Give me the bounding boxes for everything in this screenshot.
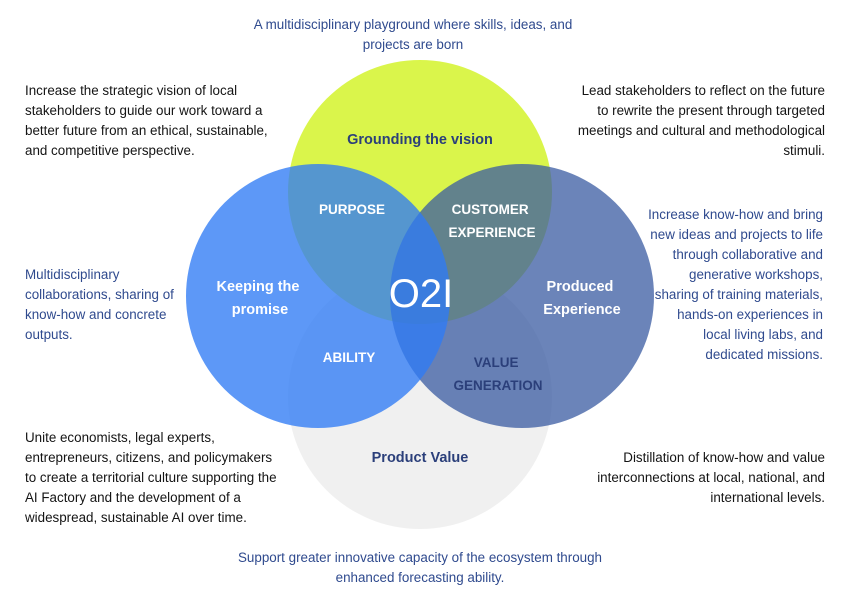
label-customer-experience: CUSTOMER EXPERIENCE (448, 202, 535, 240)
label-customer-line-1: CUSTOMER (452, 202, 529, 217)
center-label: O2I (389, 272, 453, 316)
label-value-line-1: VALUE (474, 355, 519, 370)
label-purpose: PURPOSE (319, 202, 385, 217)
label-keeping-line-1: Keeping the (216, 279, 299, 295)
label-value-generation: VALUE GENERATION (453, 355, 542, 393)
note-top: A multidisciplinary playground where ski… (253, 17, 573, 52)
note-bottom-left: Unite economists, legal experts, entrepr… (25, 430, 277, 525)
note-left: Multidisciplinary collaborations, sharin… (25, 267, 174, 342)
note-top-right: Lead stakeholders to reflect on the futu… (577, 83, 825, 158)
label-keeping-line-2: promise (232, 302, 288, 318)
label-product-value: Product Value (372, 450, 469, 466)
note-top-left: Increase the strategic vision of local s… (25, 83, 268, 158)
label-produced-experience: Produced Experience (543, 279, 620, 318)
note-right: Increase know-how and bring new ideas an… (648, 207, 823, 362)
label-ability: ABILITY (323, 350, 376, 365)
note-bottom-right: Distillation of know-how and value inter… (597, 450, 825, 505)
note-bottom: Support greater innovative capacity of t… (238, 550, 602, 585)
label-keeping-the-promise: Keeping the promise (216, 279, 303, 318)
label-customer-line-2: EXPERIENCE (448, 225, 535, 240)
circle-keeping-the-promise (186, 164, 450, 428)
label-value-line-2: GENERATION (453, 378, 542, 393)
label-produced-line-2: Experience (543, 302, 620, 318)
label-grounding-the-vision: Grounding the vision (347, 132, 493, 148)
circle-produced-experience (390, 164, 654, 428)
label-produced-line-1: Produced (547, 279, 614, 295)
